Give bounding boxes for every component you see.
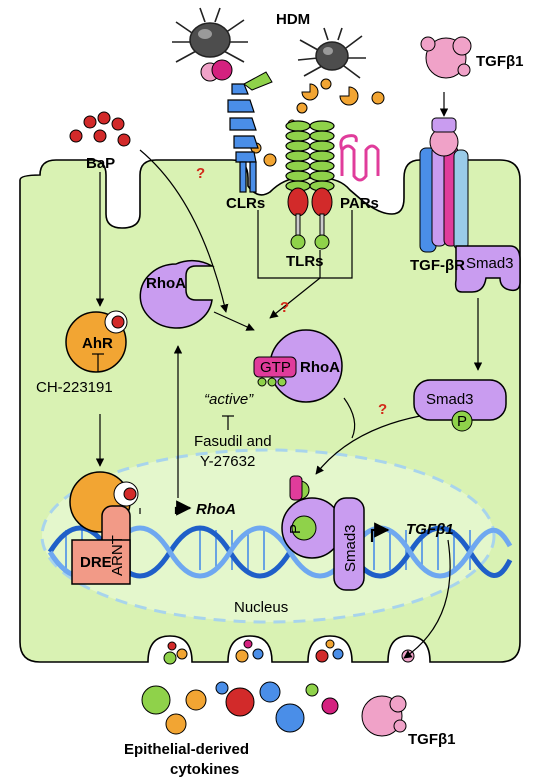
nuclear-smad3-complex	[281, 475, 365, 591]
tgfb-receptor	[419, 117, 469, 253]
bap-particles-icon	[69, 111, 131, 147]
hdm-label: HDM	[276, 11, 310, 28]
smad3-nuclear-label: Smad3	[342, 524, 359, 572]
ahr-protein	[65, 310, 128, 373]
pathway-arrows	[92, 92, 483, 659]
rhoa-inactive-shape	[139, 259, 215, 329]
house-dust-mite-icon	[172, 7, 248, 63]
question-mark-2: ?	[280, 299, 289, 316]
nucleus	[40, 448, 496, 624]
house-dust-mite-icon	[297, 27, 366, 79]
bap-label: BaP	[86, 155, 115, 172]
tgfb1-bottom-label: TGFβ1	[408, 731, 456, 748]
tgfb1-ligand-icon	[420, 36, 472, 79]
tgfb1-gene-label: TGFβ1	[406, 521, 454, 538]
smad3-p-label: Smad3	[426, 391, 474, 408]
tlr-receptor	[285, 120, 335, 250]
par-receptor	[339, 134, 380, 182]
question-mark-3: ?	[378, 401, 387, 418]
smad3-receptor-shape	[454, 245, 521, 293]
p-small-label: P	[457, 413, 467, 430]
pars-label: PARs	[340, 195, 379, 212]
question-mark-1: ?	[196, 165, 205, 182]
rhoa-inactive-label: RhoA	[146, 275, 186, 292]
ch-inhibitor-label: CH-223191	[36, 379, 113, 396]
cytokine-vesicles	[141, 639, 415, 735]
tgfb1-top-label: TGFβ1	[476, 53, 524, 70]
clr-receptor	[211, 59, 273, 193]
rhoa-gene-label: RhoA	[196, 501, 236, 518]
cytokines-label-line1: Epithelial-derived	[124, 741, 249, 758]
tgfb1-ligand-icon	[361, 695, 407, 737]
y27632-label: Y-27632	[200, 453, 255, 470]
active-label: “active”	[204, 391, 254, 408]
cytokines-label-line2: cytokines	[170, 761, 239, 778]
gtp-label: GTP	[260, 359, 291, 376]
rhoa-active-label: RhoA	[300, 359, 340, 376]
clrs-label: CLRs	[226, 195, 265, 212]
tgfbr-label: TGF-βR	[410, 257, 465, 274]
ahr-arnt-dre-complex	[69, 471, 139, 585]
ahr-label: AhR	[82, 335, 113, 352]
rhoa-active	[253, 329, 343, 403]
arnt-label: ARNT	[109, 535, 126, 576]
smad3-receptor-label: Smad3	[466, 255, 514, 272]
nucleus-label: Nucleus	[234, 599, 288, 616]
fasudil-label: Fasudil and	[194, 433, 272, 450]
p-nuclear-label: P	[287, 524, 304, 534]
dre-label: DRE	[80, 554, 112, 571]
tlrs-label: TLRs	[286, 253, 324, 270]
smad3-phospho	[413, 379, 507, 432]
